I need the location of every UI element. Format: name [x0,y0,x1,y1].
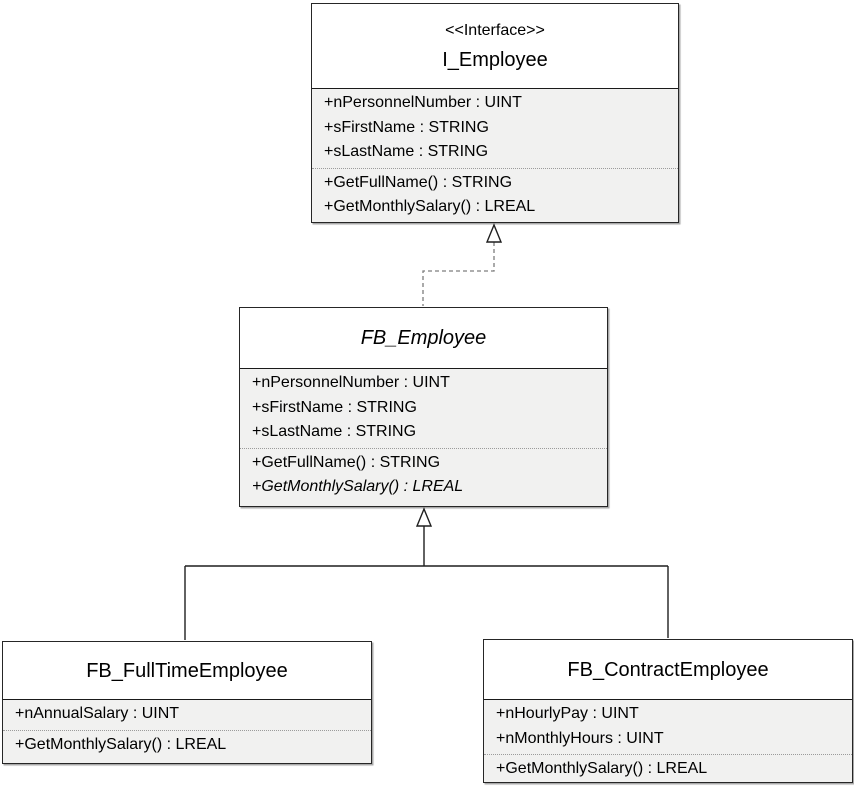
class-title: FB_Employee [360,327,487,349]
members-compartment: +nPersonnelNumber : UINT +sFirstName : S… [312,89,678,222]
inheritance-connector-lines [184,526,669,640]
attributes-compartment: +nPersonnelNumber : UINT +sFirstName : S… [312,89,678,168]
inheritance-hollow-triangle-icon [415,507,433,527]
members-compartment: +nAnnualSalary : UINT +GetMonthlySalary(… [3,700,371,763]
methods-compartment: +GetMonthlySalary() : LREAL [484,754,852,782]
method-item-abstract: +GetMonthlySalary() : LREAL [252,478,464,495]
class-title: FB_ContractEmployee [567,658,769,681]
method-item: +GetMonthlySalary() : LREAL [496,760,708,777]
attribute-item: +nAnnualSalary : UINT [15,705,180,722]
method-item: +GetFullName() : STRING [252,453,441,471]
class-title: FB_FullTimeEmployee [86,659,288,682]
attribute-item: +sLastName : STRING [252,423,417,440]
attribute-item: +sFirstName : STRING [324,118,489,136]
attribute-item: +nMonthlyHours : UINT [496,729,664,747]
attributes-compartment: +nHourlyPay : UINT +nMonthlyHours : UINT [484,700,852,754]
realization-connector-line [422,242,495,306]
class-header: FB_ContractEmployee [484,640,852,700]
attributes-compartment: +nAnnualSalary : UINT [3,700,371,730]
attribute-item: +sLastName : STRING [324,143,489,160]
methods-compartment: +GetFullName() : STRING +GetMonthlySalar… [312,167,678,223]
class-box-fb-fulltimeemployee: FB_FullTimeEmployee +nAnnualSalary : UIN… [2,641,372,764]
attributes-compartment: +nPersonnelNumber : UINT +sFirstName : S… [240,369,607,448]
attribute-item: +nPersonnelNumber : UINT [252,374,450,391]
attribute-item: +nPersonnelNumber : UINT [324,94,522,111]
class-header: FB_Employee [240,308,607,369]
method-item: +GetMonthlySalary() : LREAL [15,735,227,753]
class-title: I_Employee [442,49,548,71]
members-compartment: +nHourlyPay : UINT +nMonthlyHours : UINT… [484,700,852,782]
methods-compartment: +GetMonthlySalary() : LREAL [3,729,371,761]
method-item: +GetFullName() : STRING [324,173,513,191]
class-header: FB_FullTimeEmployee [3,642,371,700]
class-box-i-employee: <<Interface>> I_Employee +nPersonnelNumb… [311,3,679,223]
attribute-item: +nHourlyPay : UINT [496,705,639,722]
class-header: <<Interface>> I_Employee [312,4,678,89]
stereotype-label: <<Interface>> [445,22,545,39]
attribute-item: +sFirstName : STRING [252,398,417,416]
method-item: +GetMonthlySalary() : LREAL [324,198,536,215]
members-compartment: +nPersonnelNumber : UINT +sFirstName : S… [240,369,607,506]
methods-compartment: +GetFullName() : STRING +GetMonthlySalar… [240,447,607,503]
class-box-fb-contractemployee: FB_ContractEmployee +nHourlyPay : UINT +… [483,639,853,783]
realization-hollow-triangle-icon [485,223,503,243]
class-box-fb-employee: FB_Employee +nPersonnelNumber : UINT +sF… [239,307,608,507]
